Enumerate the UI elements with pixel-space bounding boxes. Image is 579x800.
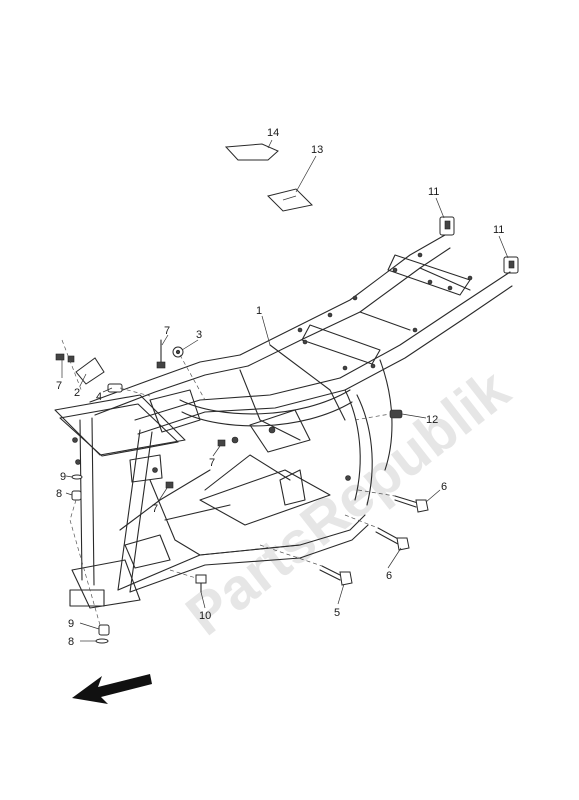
nut-part-3 bbox=[172, 346, 184, 358]
bolt-part-5 bbox=[319, 565, 353, 586]
label-part-4: 4 bbox=[96, 391, 102, 403]
assembly-lines bbox=[61, 339, 396, 626]
label-part-7-lower: 7 bbox=[152, 503, 158, 515]
damper-part-8-lower bbox=[98, 624, 110, 636]
bolt-part-7-upper bbox=[156, 339, 166, 369]
leader-lines bbox=[61, 139, 509, 642]
label-part-2: 2 bbox=[74, 387, 80, 399]
label-part-3: 3 bbox=[196, 329, 202, 341]
grommet-part-11-right bbox=[503, 256, 519, 274]
label-part-7-left: 7 bbox=[56, 380, 62, 392]
label-part-8-upper: 8 bbox=[56, 488, 62, 500]
bolt-part-7-middle bbox=[217, 439, 226, 447]
label-part-10: 10 bbox=[199, 610, 211, 622]
label-part-5: 5 bbox=[334, 607, 340, 619]
label-part-13: 13 bbox=[311, 144, 323, 156]
label-part-14: 14 bbox=[267, 127, 279, 139]
label-part-6-upper: 6 bbox=[441, 481, 447, 493]
front-direction-arrow-icon bbox=[72, 674, 152, 704]
damper-part-8-upper bbox=[71, 490, 82, 501]
washer-part-9-upper bbox=[71, 474, 83, 480]
collar-part-4 bbox=[107, 383, 123, 393]
bolt-part-7-lower bbox=[165, 481, 174, 489]
label-part-9-upper: 9 bbox=[60, 471, 66, 483]
label-part-8-lower: 9 bbox=[68, 618, 74, 630]
grommet-part-11-left bbox=[439, 216, 455, 236]
fitting-part-10 bbox=[195, 574, 207, 593]
label-part-9-lower: 8 bbox=[68, 636, 74, 648]
watermark: PartsRepublik bbox=[174, 356, 522, 648]
label-part-7-middle: 7 bbox=[209, 457, 215, 469]
label-part-7-upper: 7 bbox=[164, 325, 170, 337]
clip-part-12 bbox=[389, 409, 403, 419]
bolt-part-6-upper bbox=[394, 495, 429, 513]
bracket-part-2 bbox=[55, 353, 105, 385]
washer-part-9-lower bbox=[95, 638, 109, 644]
plate-part-14 bbox=[224, 143, 279, 161]
bolt-part-6-lower bbox=[375, 527, 410, 551]
label-part-11-left: 11 bbox=[428, 186, 439, 198]
label-part-1: 1 bbox=[256, 305, 262, 317]
label-part-6-lower: 6 bbox=[386, 570, 392, 582]
part-labels: 14 13 11 11 1 7 3 7 2 4 12 7 9 6 8 7 6 5… bbox=[56, 127, 504, 648]
label-part-12: 12 bbox=[426, 414, 438, 426]
label-part-11-right: 11 bbox=[493, 224, 504, 236]
bracket-part-13 bbox=[267, 188, 314, 212]
main-frame-part-1 bbox=[54, 234, 513, 609]
